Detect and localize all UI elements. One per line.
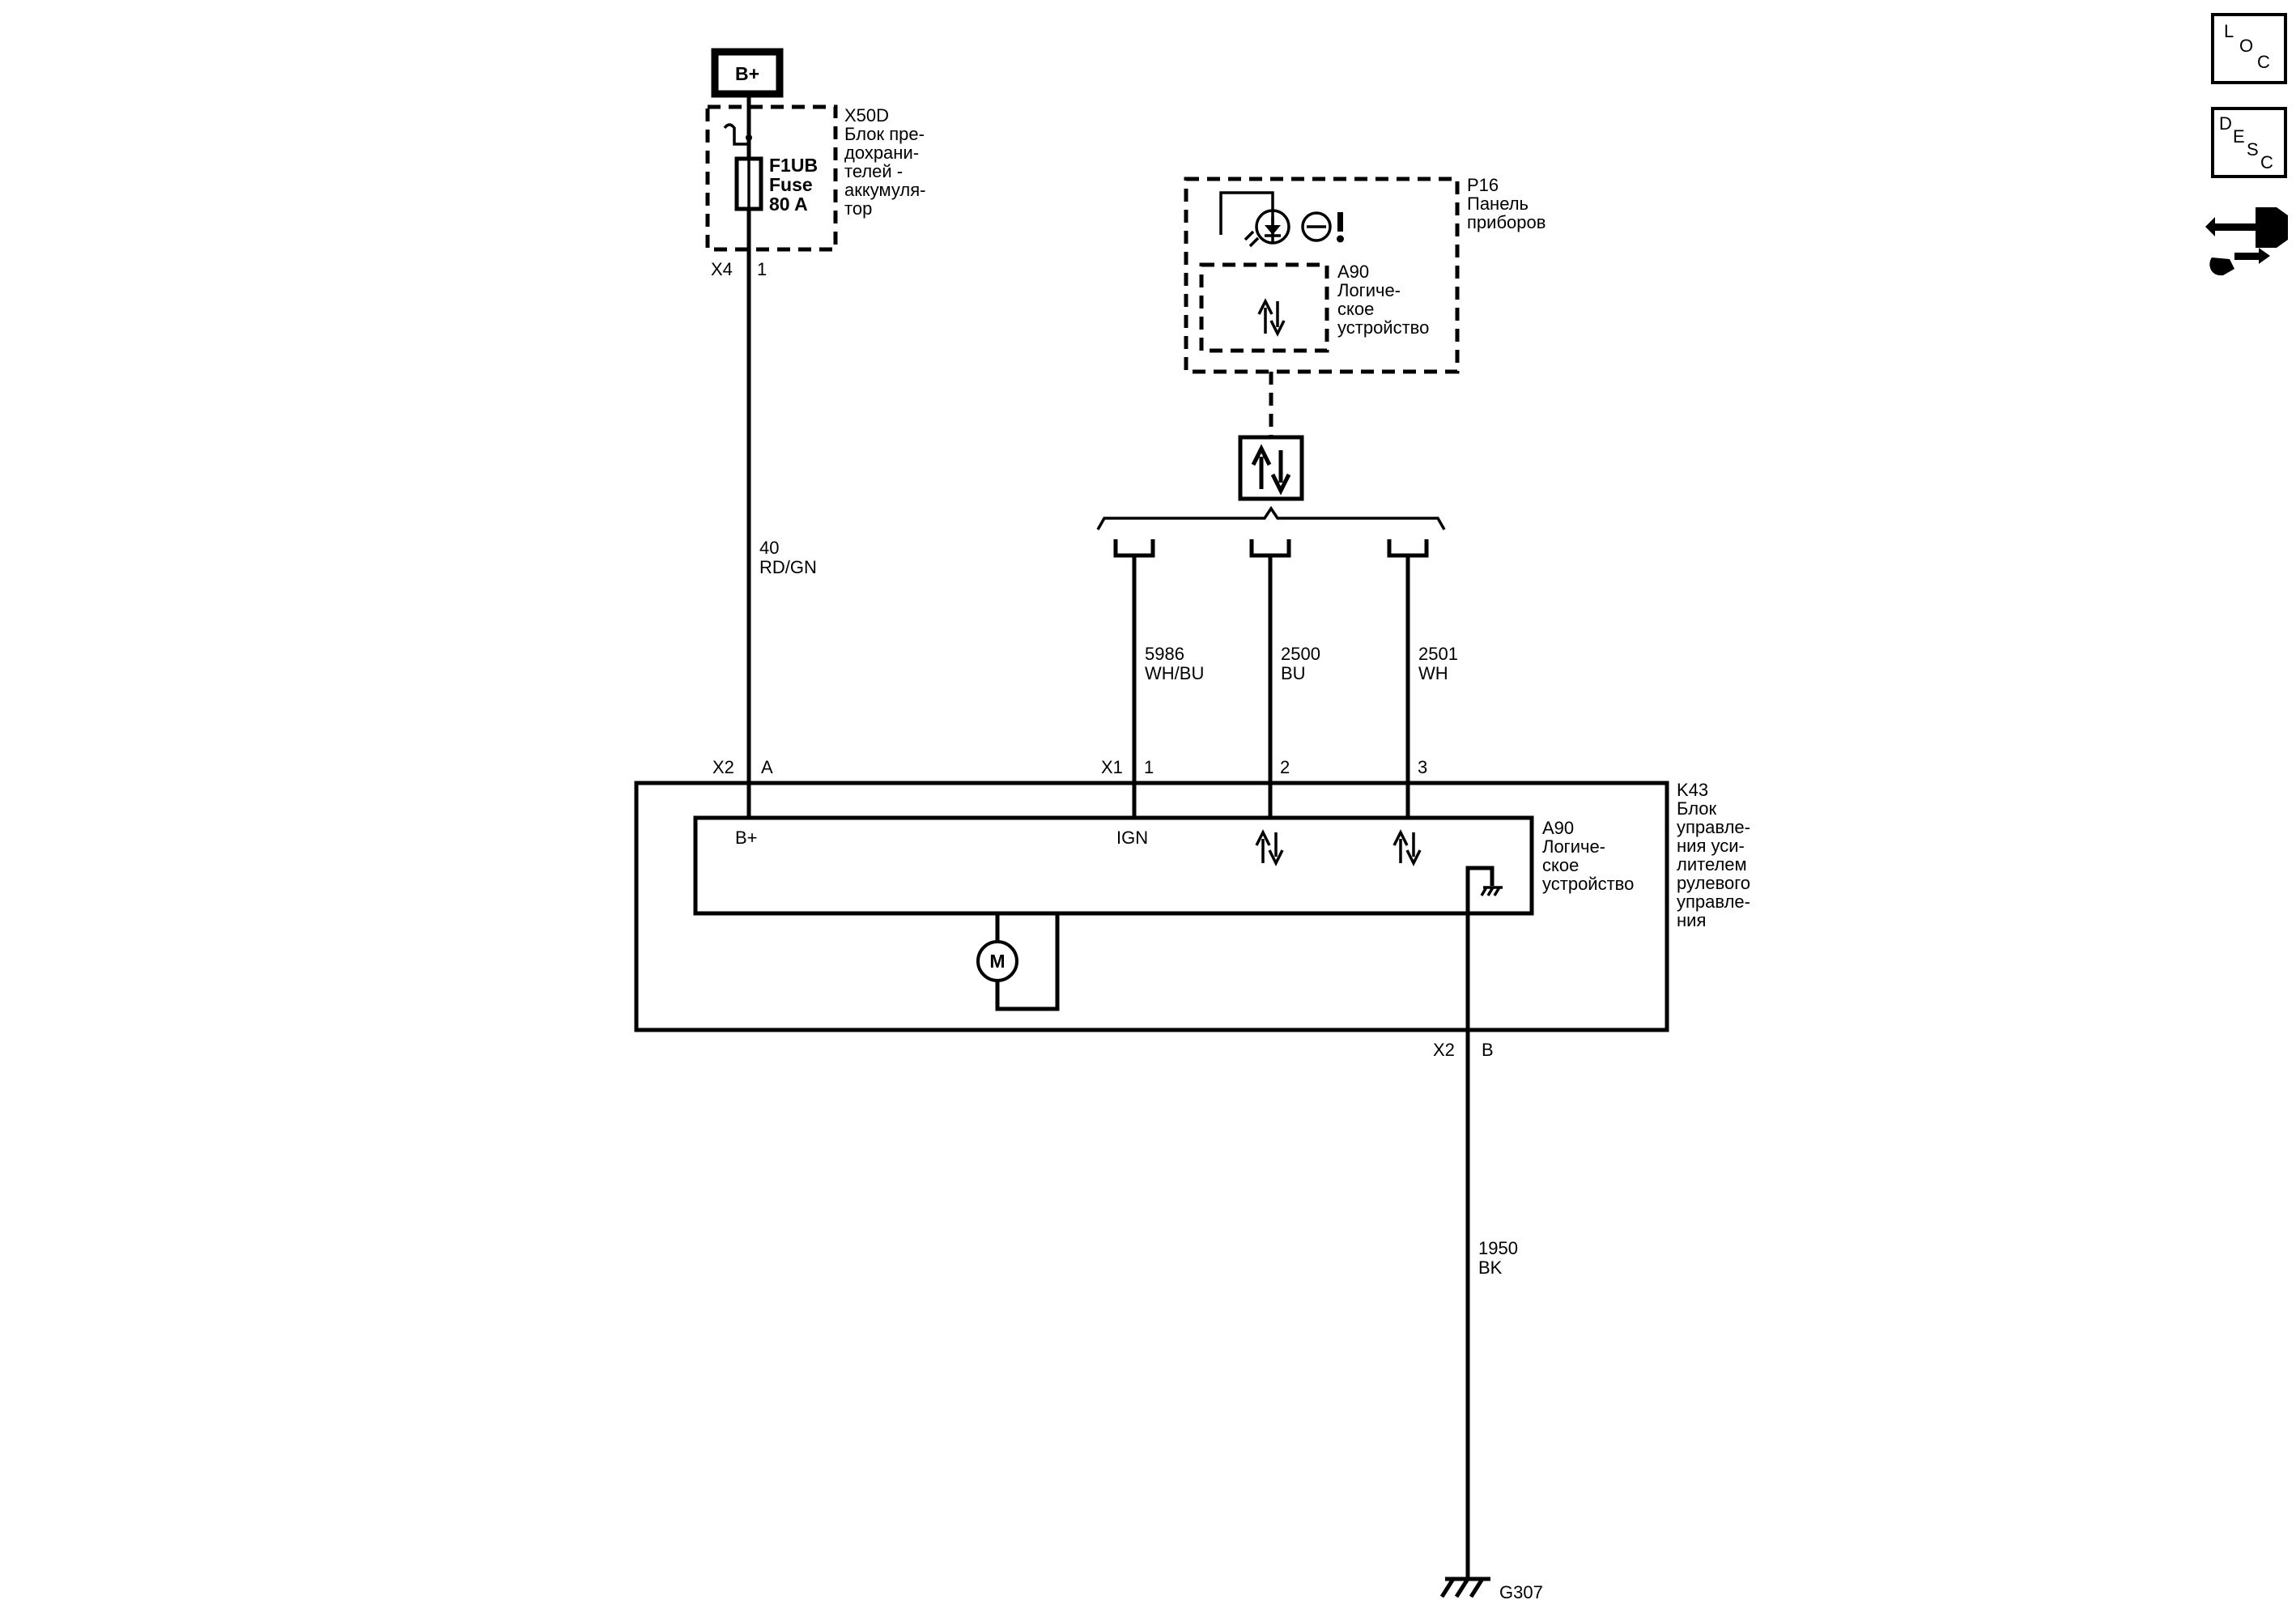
splice-2: [1249, 539, 1291, 558]
fuse-block-desc-1: Блок пре-: [844, 124, 925, 144]
power-steering-module-k43: B+ IGN M A90 Логиче- ское устройство K43…: [634, 780, 1750, 1032]
module-pin-3: 3: [1418, 757, 1427, 777]
wire-2501-circuit: 2501: [1418, 644, 1458, 664]
fuse-block-desc-3: телей -: [844, 161, 903, 181]
fuse-block-desc-5: тор: [844, 198, 872, 219]
battery-positive-label: B+: [735, 63, 759, 84]
splice-1: [1113, 539, 1155, 558]
module-bplus-label: B+: [735, 828, 758, 848]
module-ign-label: IGN: [1116, 828, 1148, 848]
wire-40-color: RD/GN: [759, 557, 817, 577]
module-desc-4: лителем: [1677, 854, 1747, 874]
battery-positive-source: B+: [711, 48, 784, 98]
cluster-logic-desc-2: ское: [1337, 299, 1374, 319]
module-desc-3: ния уси-: [1677, 836, 1745, 856]
module-logic-desc-2: ское: [1542, 855, 1579, 875]
module-desc-7: ния: [1677, 910, 1706, 930]
wrench-icon: [2209, 257, 2234, 276]
data-arrow-down-icon: [1269, 301, 1286, 337]
module-desc-6: управле-: [1677, 891, 1750, 912]
fuse-name: F1UB: [769, 155, 818, 176]
module-logic-id: A90: [1542, 818, 1574, 838]
module-pin-b: B: [1482, 1040, 1494, 1060]
ground-g307-icon: [1439, 1577, 1490, 1598]
location-c: C: [2257, 52, 2270, 72]
motor-icon: [976, 940, 1018, 982]
description-e: E: [2233, 126, 2245, 147]
splice-3: [1387, 539, 1429, 558]
wire-2500-color: BU: [1281, 663, 1306, 683]
location-button[interactable]: L O C: [2211, 13, 2287, 84]
cluster-desc-1: Панель: [1467, 194, 1529, 214]
description-s: S: [2247, 139, 2259, 160]
fuse-block-desc-4: аккумуля-: [844, 180, 925, 200]
module-id: K43: [1677, 780, 1708, 800]
cluster-desc-2: приборов: [1467, 212, 1546, 232]
wire-5986-color: WH/BU: [1145, 663, 1204, 683]
description-c: C: [2260, 152, 2273, 172]
bus-brace: [1096, 505, 1446, 530]
module-conn-x2-bottom: X2: [1433, 1040, 1455, 1060]
instrument-cluster-p16: P16 Панель приборов A90 Логиче- ское уст…: [1184, 175, 1546, 374]
wire-1950-circuit: 1950: [1478, 1238, 1518, 1258]
serial-data-bus-icon: [1238, 435, 1304, 501]
fuse-block-id: X50D: [844, 105, 889, 126]
cluster-logic-desc-1: Логиче-: [1337, 280, 1401, 300]
fuse-rating: 80 A: [769, 194, 808, 215]
exclamation-icon: [1337, 212, 1343, 232]
wire-2501-color: WH: [1418, 663, 1448, 683]
module-desc-2: управле-: [1677, 817, 1750, 837]
wire-40-circuit: 40: [759, 538, 779, 558]
steering-wheel-icon: [1301, 211, 1332, 242]
module-data-arrows-2-icon: [1255, 829, 1271, 863]
module-logic-desc-3: устройство: [1542, 874, 1634, 894]
module-desc-5: рулевого: [1677, 873, 1750, 893]
description-button[interactable]: D E S C: [2211, 107, 2287, 178]
cluster-id: P16: [1467, 175, 1499, 195]
fuse-block-pin: 1: [757, 259, 767, 279]
fuse-block-connector: X4: [711, 259, 733, 279]
location-o: O: [2239, 36, 2253, 56]
module-desc-1: Блок: [1677, 798, 1717, 819]
module-pin-a: A: [761, 757, 773, 777]
module-data-arrows-3-icon: [1392, 829, 1409, 863]
module-conn-x2-top: X2: [712, 757, 734, 777]
cluster-logic-id: A90: [1337, 262, 1369, 282]
wire-1950-color: BK: [1478, 1257, 1503, 1278]
fuse-block-x50d: F1UB Fuse 80 A X50D Блок пре- дохрани- т…: [705, 104, 925, 279]
connector-repair-icon[interactable]: [2205, 207, 2288, 276]
description-d: D: [2219, 113, 2232, 134]
fuse-type: Fuse: [769, 174, 813, 195]
module-pin-1: 1: [1144, 757, 1154, 777]
wire-2500-circuit: 2500: [1281, 644, 1320, 664]
fuse-block-desc-2: дохрани-: [844, 143, 919, 163]
location-l: L: [2224, 21, 2234, 41]
module-pin-2: 2: [1280, 757, 1290, 777]
module-conn-x1: X1: [1101, 757, 1123, 777]
module-logic-desc-1: Логиче-: [1542, 836, 1605, 857]
cluster-logic-desc-3: устройство: [1337, 317, 1429, 338]
ground-id: G307: [1499, 1582, 1543, 1602]
motor-label: M: [989, 951, 1005, 972]
data-arrow-up-icon: [1257, 298, 1273, 334]
wire-5986-circuit: 5986: [1145, 644, 1184, 664]
